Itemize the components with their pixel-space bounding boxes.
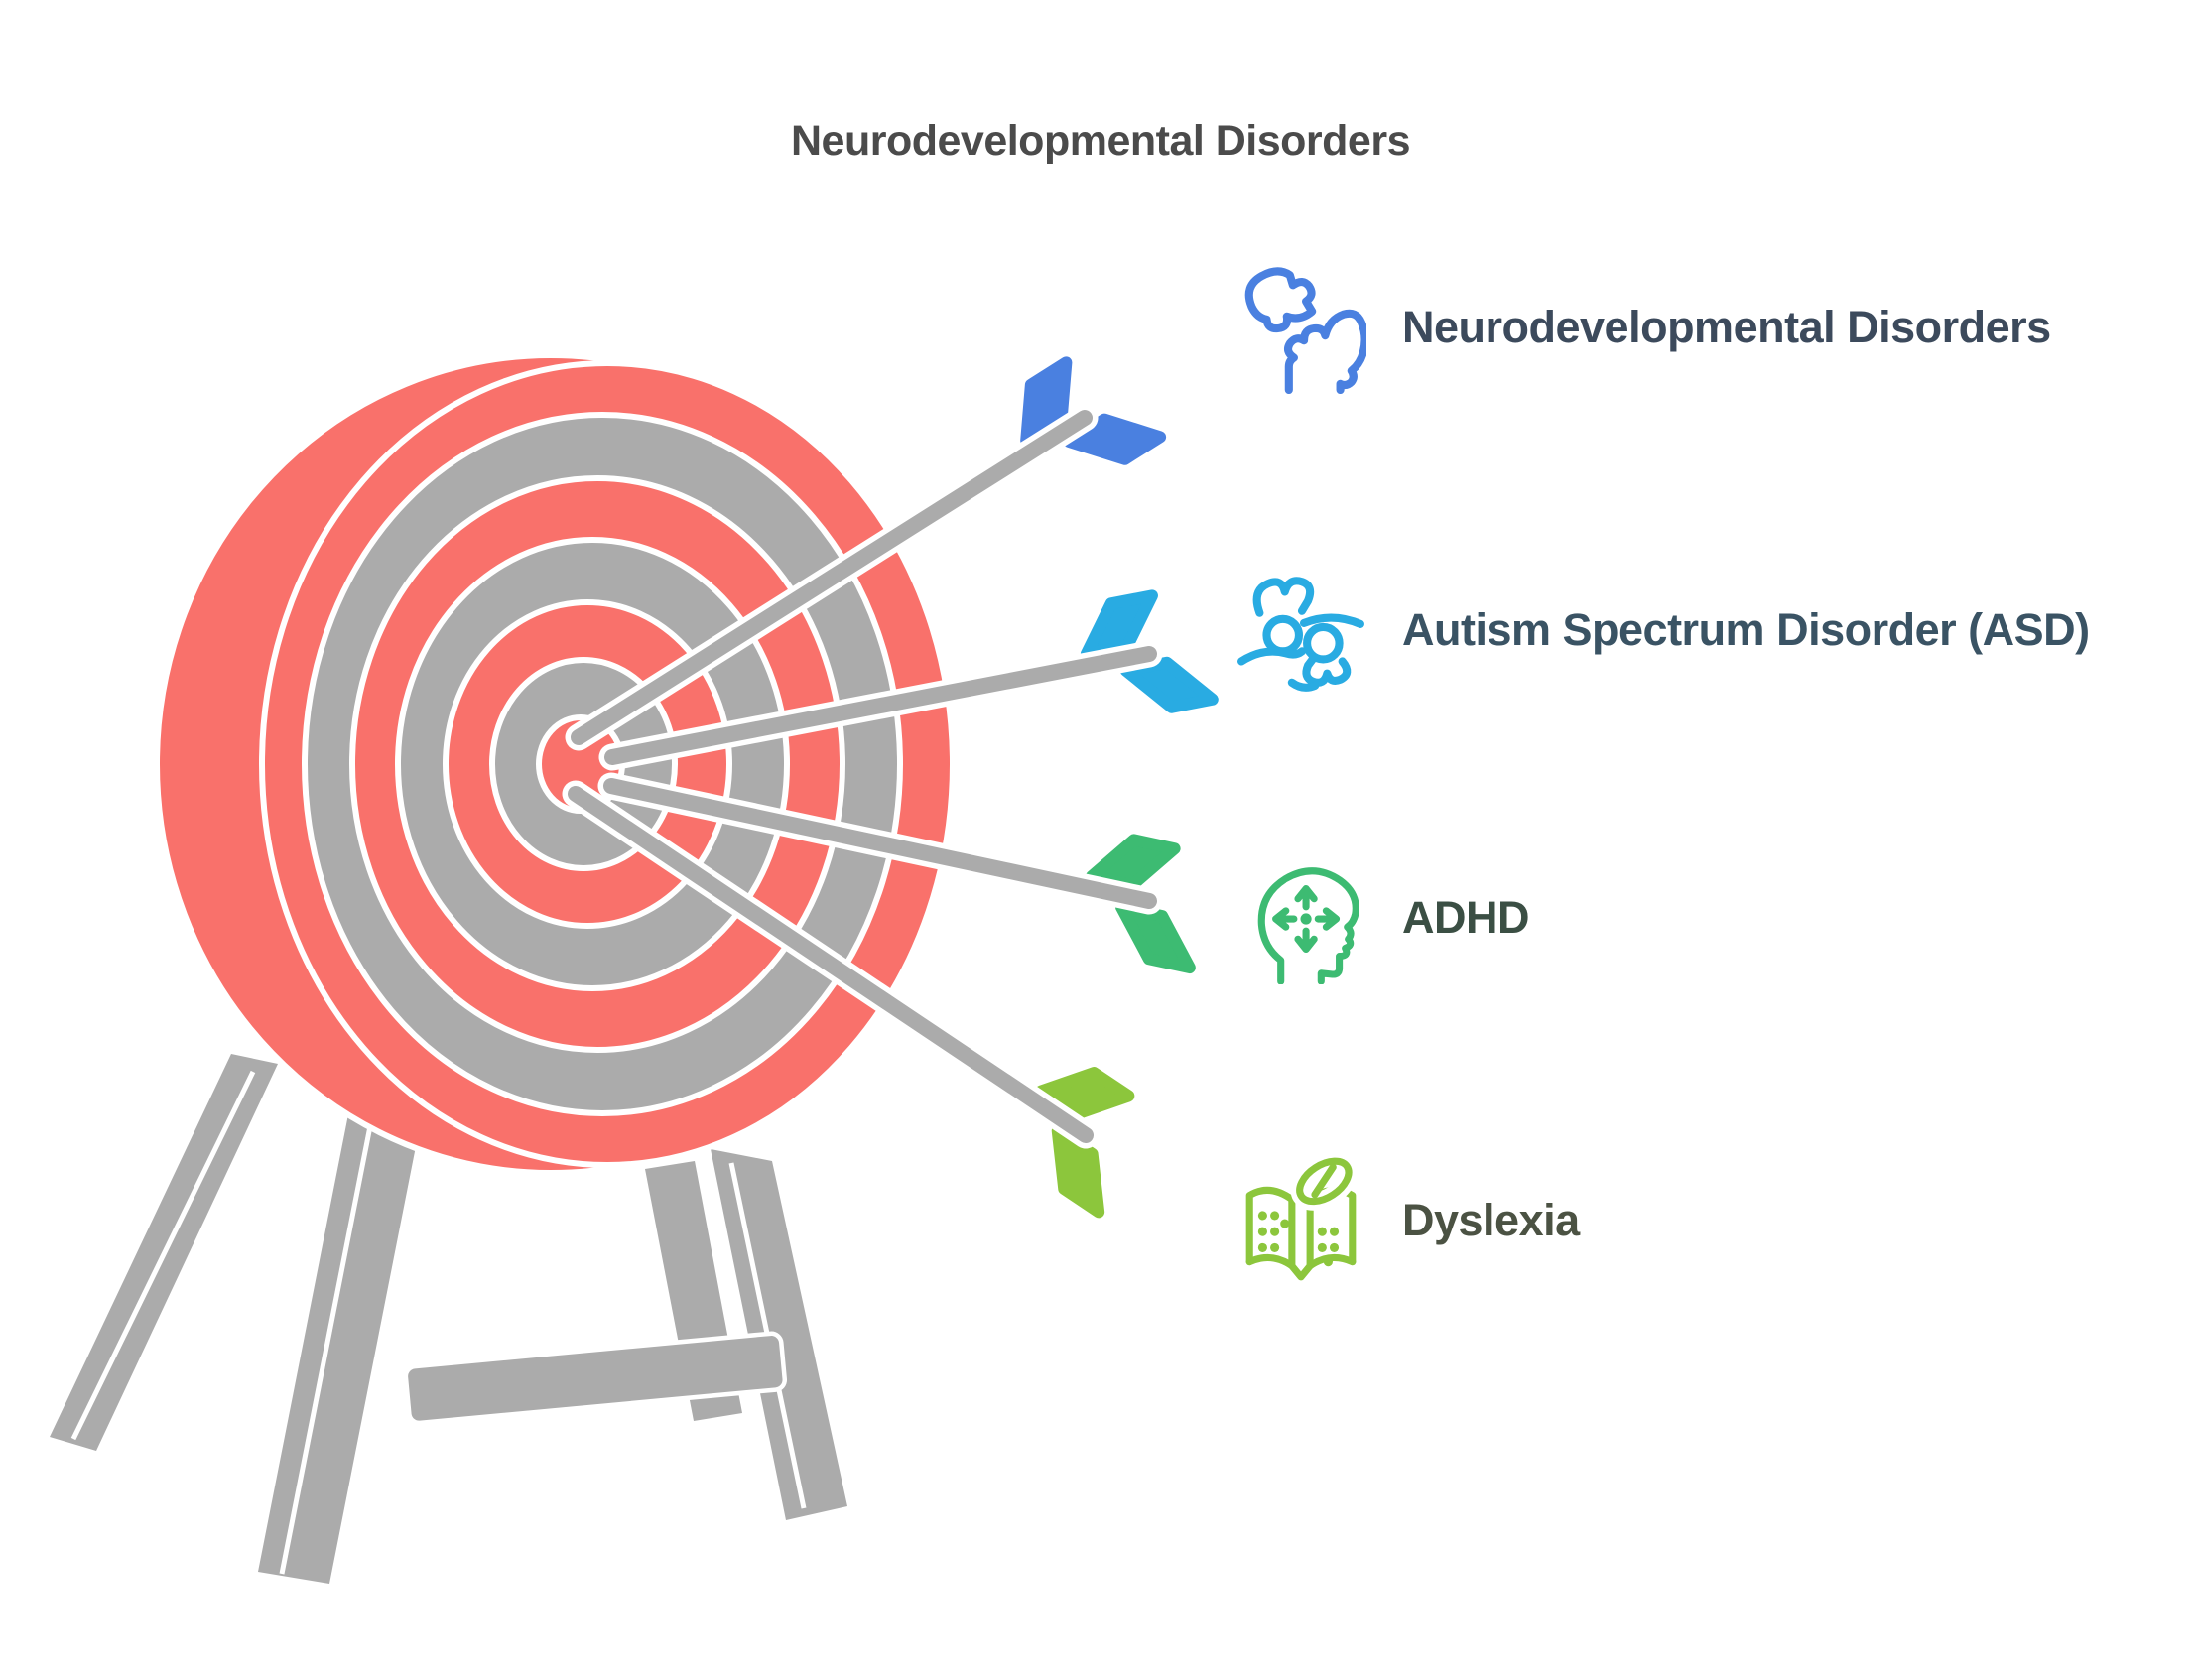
target-illustration — [50, 352, 1219, 1584]
arrow-shaft-green — [603, 778, 1157, 909]
crossed-circle — [1290, 1154, 1359, 1211]
arrow-shaft-cyan — [604, 646, 1157, 765]
head-arrows-icon — [1235, 851, 1366, 984]
legend-label: Dyslexia — [1402, 1195, 1580, 1245]
head-puzzle-icon — [1235, 261, 1366, 394]
stand-crossbar — [403, 1331, 788, 1426]
feather — [1115, 901, 1196, 974]
target-stand — [50, 1054, 847, 1584]
book-braille-icon — [1235, 1154, 1366, 1287]
arrow-shafts — [562, 404, 1163, 1149]
legend-item-dyslexia: Dyslexia — [1235, 1154, 1580, 1287]
stand-leg-stripe — [70, 1070, 256, 1441]
legend-label: Autism Spectrum Disorder (ASD) — [1402, 604, 2090, 655]
legend-label: Neurodevelopmental Disorders — [1402, 302, 2051, 352]
legend-label: ADHD — [1402, 892, 1530, 943]
legend-item-autism-spectrum-disorder: Autism Spectrum Disorder (ASD) — [1235, 564, 2090, 697]
stand-leg-front-left — [258, 1109, 421, 1584]
braille-dots — [1257, 1211, 1340, 1267]
legend-item-neurodevelopmental-disorders: Neurodevelopmental Disorders — [1235, 261, 2051, 394]
stand-leg-stripe — [279, 1120, 374, 1575]
legend: Neurodevelopmental Disorders Auti — [1235, 0, 2188, 1680]
arrow-shaft-lime — [568, 786, 1094, 1143]
arrow-shaft-blue — [571, 410, 1093, 745]
page-title: Neurodevelopmental Disorders — [790, 117, 1411, 165]
legend-item-adhd: ADHD — [1235, 851, 1530, 984]
archery-target — [154, 352, 956, 1176]
sign-language-icon — [1235, 564, 1366, 697]
